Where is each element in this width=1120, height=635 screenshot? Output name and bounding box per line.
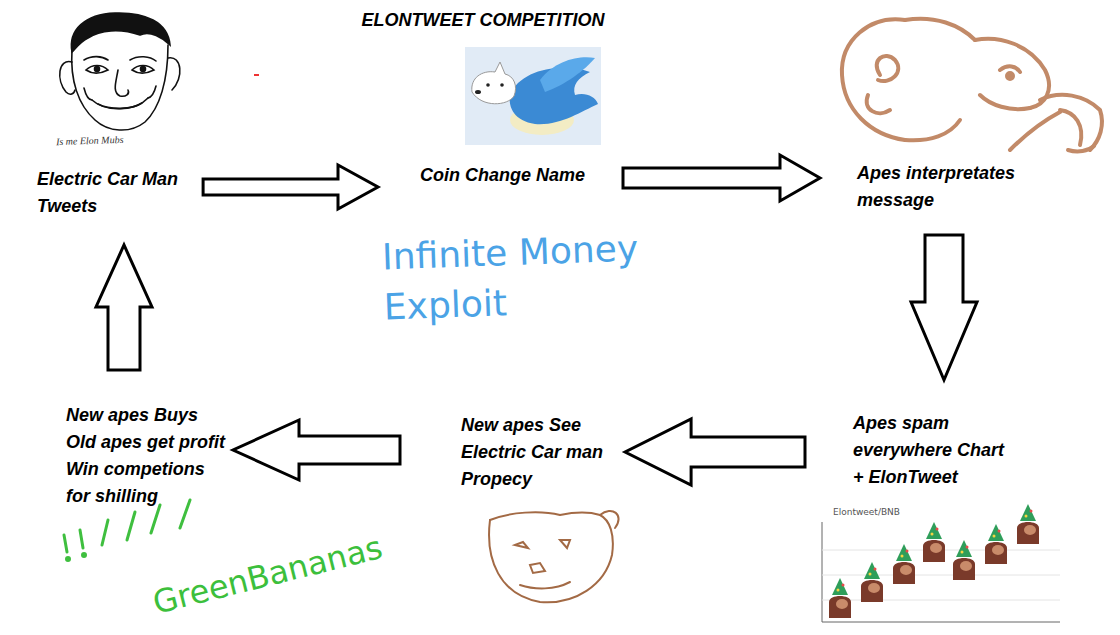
party-ape	[923, 522, 945, 562]
party-ape	[1017, 504, 1039, 544]
block-arrow	[233, 420, 400, 480]
block-arrow	[625, 419, 805, 485]
step-label: Coin Change Name	[420, 162, 585, 189]
block-arrow	[911, 235, 977, 380]
party-ape	[985, 524, 1007, 564]
note-label: Elontweet/BNB	[833, 506, 900, 518]
ape-face-sketch	[489, 511, 618, 602]
flow-step: Apes spam everywhere Chart + ElonTweet	[851, 408, 1006, 493]
block-arrow	[96, 245, 152, 370]
step-label: Apes spam everywhere Chart + ElonTweet	[853, 410, 1004, 491]
cheer-slashes	[64, 500, 190, 561]
note-label: GreenBananas	[149, 527, 387, 623]
step-label: Electric Car Man Tweets	[37, 166, 178, 220]
block-arrow	[203, 165, 378, 209]
step-label: New apes See Electric Car man Propecy	[461, 412, 603, 493]
party-ape	[861, 562, 883, 602]
party-ape	[893, 544, 915, 584]
thinking-ape-sketch	[842, 19, 1102, 152]
stray-mark	[254, 74, 259, 76]
flow-step: Electric Car Man Tweets	[35, 164, 180, 222]
flow-step: New apes Buys Old apes get profit Win co…	[64, 400, 227, 512]
block-arrow	[623, 155, 820, 201]
price-chart	[822, 504, 1060, 622]
note-label: Is me Elon Mubs	[56, 133, 124, 149]
diagram-title: ELONTWEET COMPETITION	[287, 8, 679, 32]
flow-step: Apes interpretates message	[855, 158, 1017, 216]
party-ape	[829, 578, 851, 618]
step-label: Apes interpretates message	[857, 160, 1015, 214]
flow-step: Coin Change Name	[418, 160, 587, 191]
elon-face-sketch	[60, 13, 180, 130]
note-label: Infinite Money Exploit	[381, 224, 640, 333]
party-ape	[953, 540, 975, 580]
flow-step: New apes See Electric Car man Propecy	[459, 410, 605, 495]
step-label: New apes Buys Old apes get profit Win co…	[66, 402, 225, 510]
bird-logo	[465, 47, 601, 145]
